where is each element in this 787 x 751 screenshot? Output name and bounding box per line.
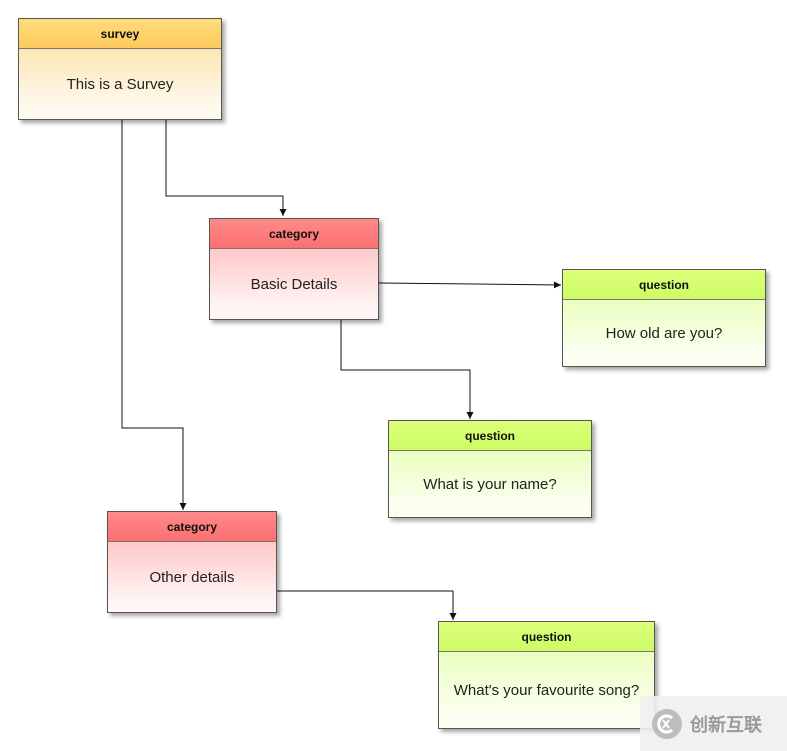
category-node-header: category (108, 512, 276, 542)
question-node-body: How old are you? (563, 300, 765, 366)
survey-node-header: survey (19, 19, 221, 49)
category-node-body: Other details (108, 542, 276, 612)
question-node-header: question (563, 270, 765, 300)
connector-survey-to-other-details (121, 120, 187, 510)
category-node-header: category (210, 219, 378, 249)
survey-node[interactable]: survey This is a Survey (18, 18, 222, 120)
question-node-name[interactable]: question What is your name? (388, 420, 592, 518)
question-node-header: question (389, 421, 591, 451)
survey-node-body: This is a Survey (19, 49, 221, 119)
question-node-body: What is your name? (389, 451, 591, 517)
question-node-body: What's your favourite song? (439, 652, 654, 728)
question-node-header: question (439, 622, 654, 652)
connector-basic-details-to-name-question (340, 320, 474, 419)
logo-icon (652, 708, 682, 739)
category-node-body: Basic Details (210, 249, 378, 319)
watermark-text: 创新互联 (690, 714, 762, 736)
question-node-age[interactable]: question How old are you? (562, 269, 766, 367)
category-node-basic-details[interactable]: category Basic Details (209, 218, 379, 320)
connector-basic-details-to-age-question (378, 281, 562, 289)
category-node-other-details[interactable]: category Other details (107, 511, 277, 613)
connector-other-details-to-song-question (277, 590, 457, 620)
connector-survey-to-basic-details (165, 120, 287, 216)
watermark: 创新互联 (640, 696, 787, 751)
question-node-song[interactable]: question What's your favourite song? (438, 621, 655, 729)
